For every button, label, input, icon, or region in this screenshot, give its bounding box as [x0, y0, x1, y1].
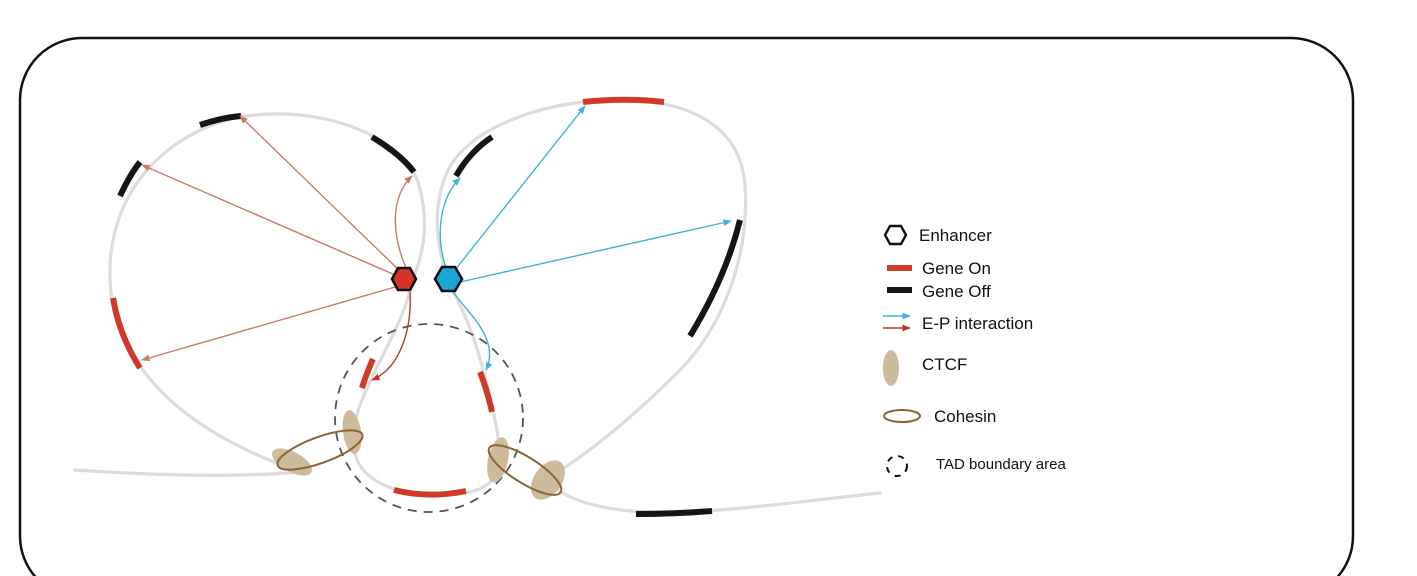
ctcf-site [342, 410, 362, 454]
gene-on-segment [110, 297, 143, 370]
gene-off-segment [370, 134, 417, 174]
ep-arrows-left [141, 115, 413, 381]
ctcf-site [487, 437, 509, 483]
ep-arrows-right [439, 105, 732, 371]
legend-tad-boundary-label: TAD boundary area [936, 456, 1066, 473]
legend: Enhancer Gene On Gene Off E-P interactio… [883, 224, 1066, 477]
enhancer-right-hexagon [433, 265, 464, 293]
chromatin-left-tail [73, 468, 302, 477]
cohesin-ring [487, 444, 563, 496]
gene-on-segment [359, 357, 376, 389]
chromatin-right-loop [435, 98, 748, 482]
legend-cohesin-label: Cohesin [934, 407, 996, 426]
chromatin-right-inner [446, 278, 502, 452]
chromatin-fiber [73, 98, 882, 515]
legend-ellipse-icon [883, 350, 899, 386]
legend-gene-on-icon [887, 265, 912, 271]
ep-arrow [394, 175, 413, 269]
cohesin-ring [276, 429, 364, 471]
legend-dashed-circle-icon [886, 455, 908, 477]
ctcf-site [530, 460, 566, 500]
legend-gene-off-icon [887, 287, 912, 293]
gene-on-segment [477, 370, 495, 413]
gene-on-segment [393, 487, 467, 498]
chromatin-right-tail [543, 478, 882, 515]
ep-arrow [454, 105, 586, 271]
chromatin-small-loop-bottom [356, 448, 502, 497]
legend-enhancer-label: Enhancer [919, 226, 992, 245]
legend-gene-on-label: Gene On [922, 259, 991, 278]
chromatin-left-loop [108, 112, 427, 474]
legend-ring-icon [883, 409, 921, 423]
ep-arrow [439, 177, 461, 269]
ep-arrow [452, 291, 493, 371]
ep-arrow [239, 115, 405, 276]
legend-gene-off-label: Gene Off [922, 282, 991, 301]
ep-arrow [141, 164, 403, 279]
legend-ep-interaction-label: E-P interaction [922, 314, 1033, 333]
gene-off-segment [635, 508, 713, 517]
gene-off-segment [117, 160, 143, 198]
legend-ctcf-label: CTCF [922, 355, 967, 374]
gene-segments [110, 96, 743, 517]
ep-arrow [459, 219, 732, 283]
enhancer-left-hexagon [390, 266, 418, 292]
ep-arrow [141, 284, 403, 362]
diagram-frame [18, 36, 1355, 576]
legend-hexagon-icon [883, 224, 908, 246]
gene-off-segment [453, 134, 494, 178]
cohesin-rings [276, 429, 563, 496]
ep-arrow [371, 291, 411, 381]
gene-on-segment [582, 96, 665, 105]
gene-off-segment [687, 219, 743, 338]
gene-off-segment [199, 113, 242, 128]
tad-boundary-circle [334, 323, 524, 513]
